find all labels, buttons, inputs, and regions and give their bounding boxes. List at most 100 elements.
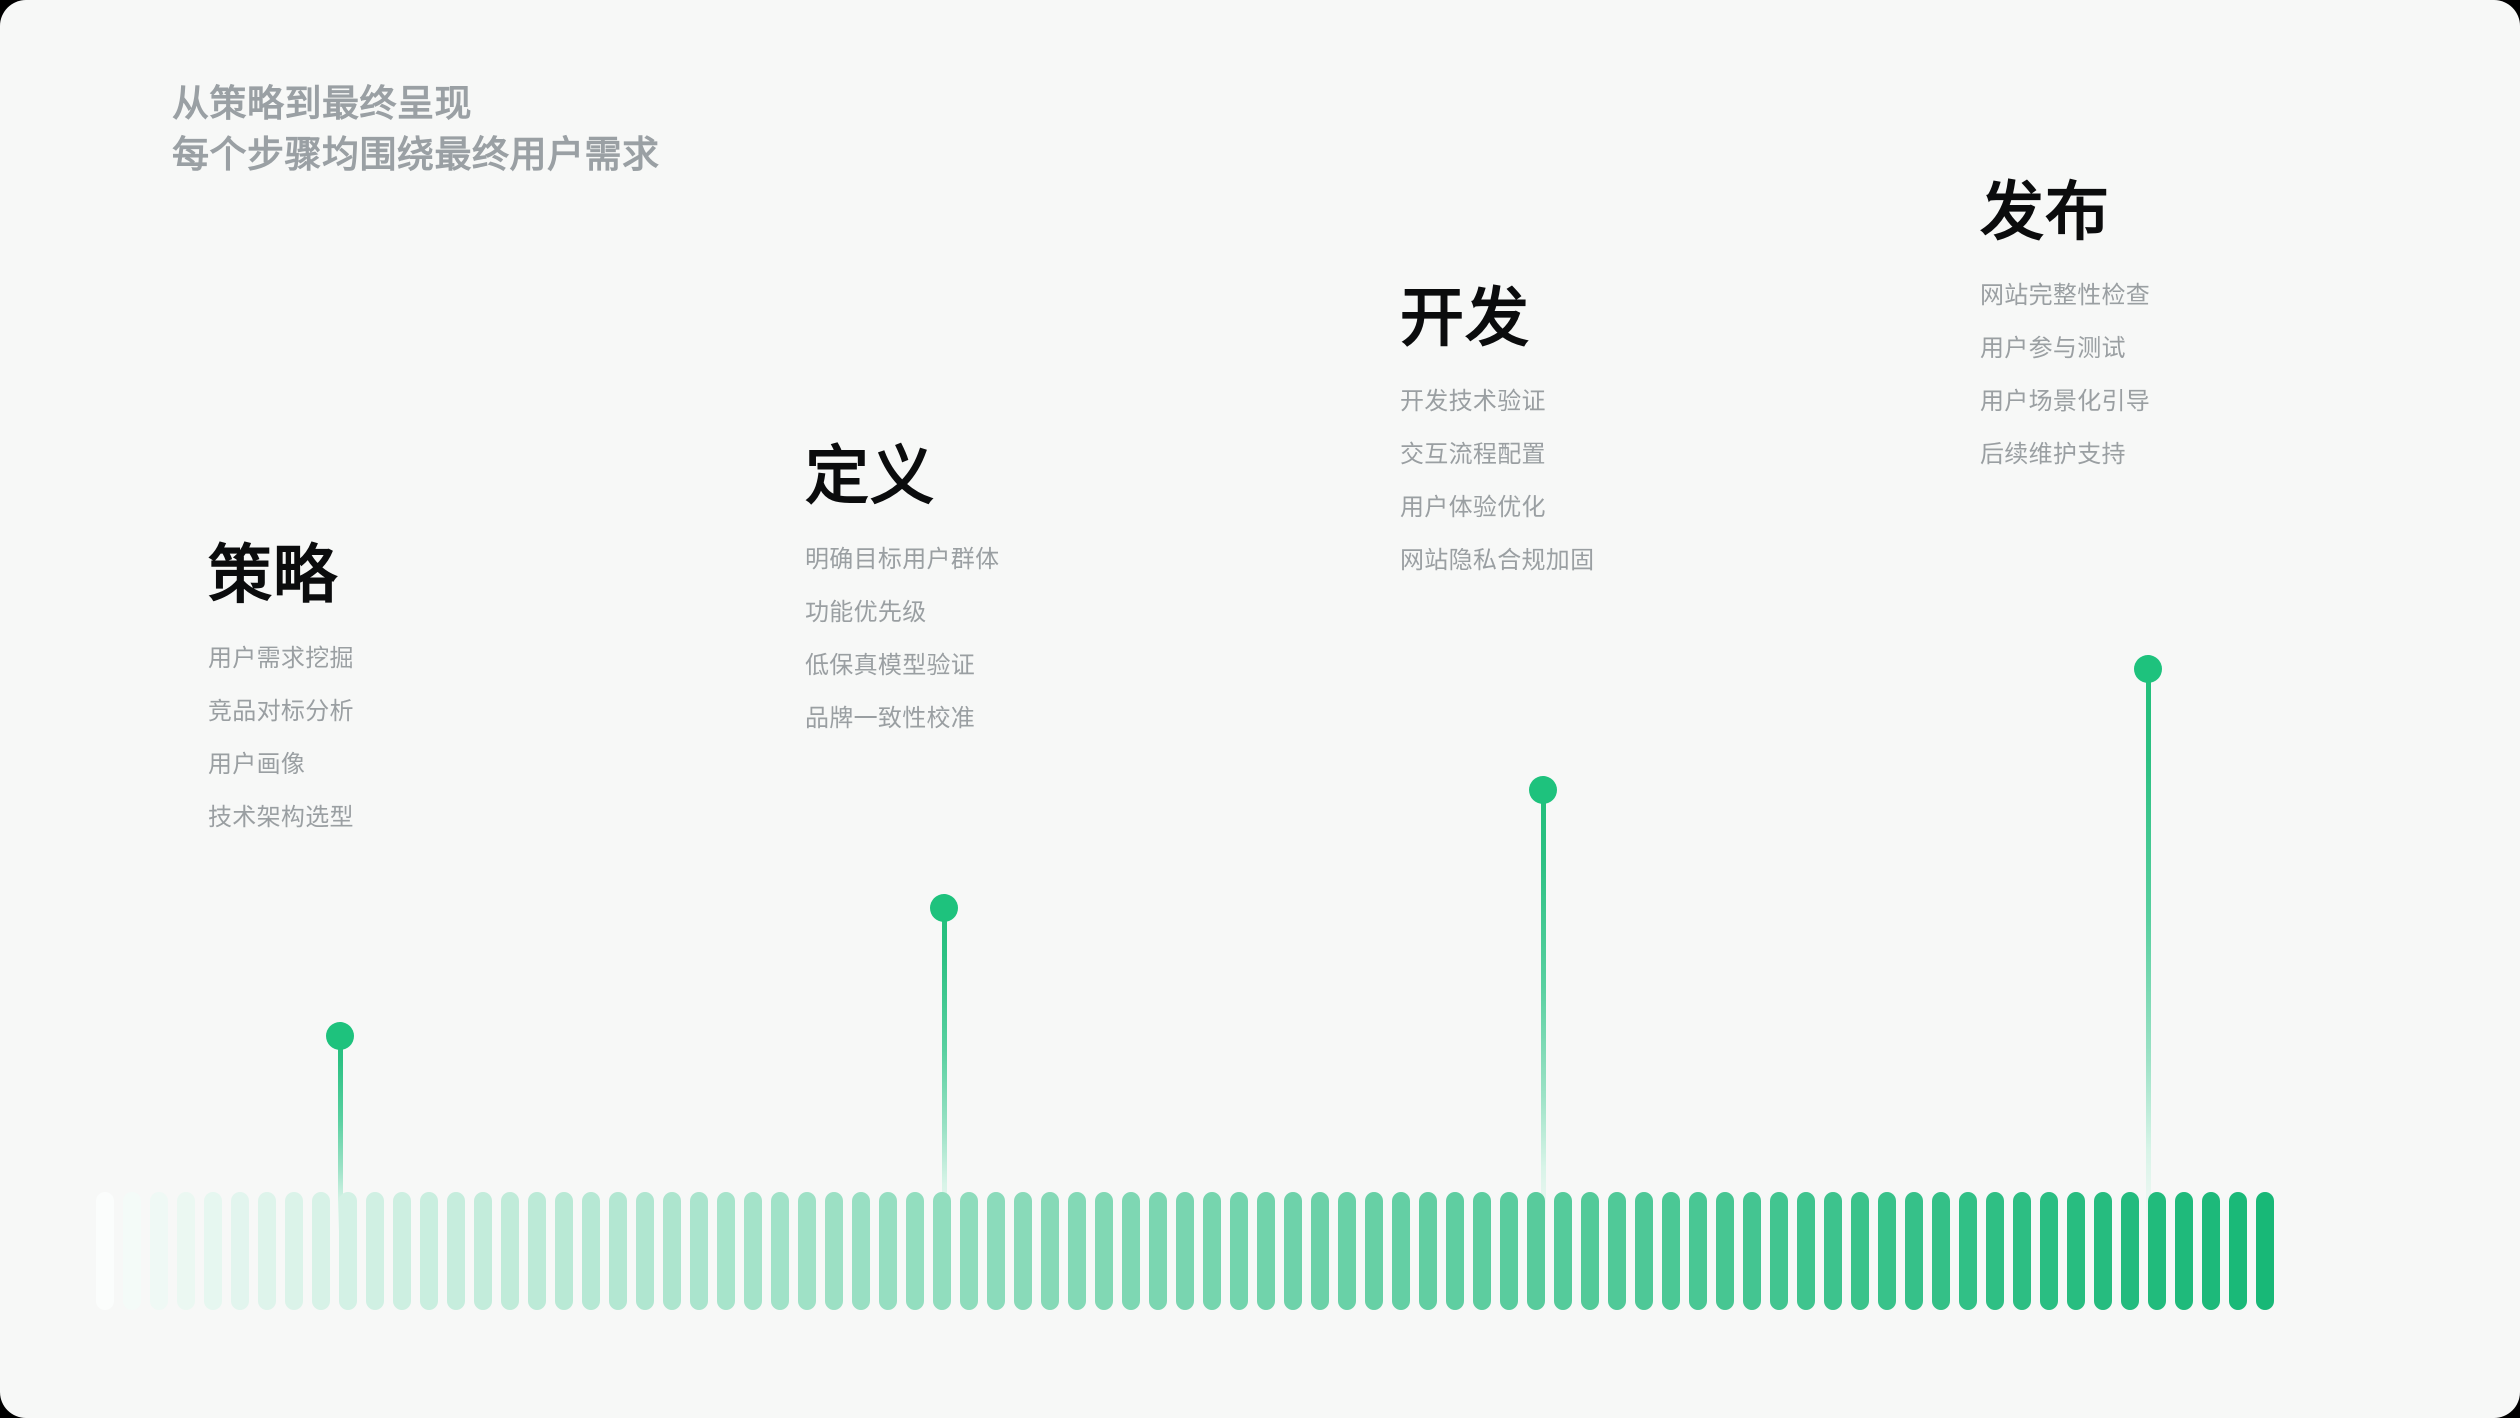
chart-bar bbox=[204, 1192, 222, 1310]
stage-title: 定义 bbox=[805, 440, 935, 512]
list-item: 低保真模型验证 bbox=[805, 652, 976, 680]
stage-marker-release bbox=[2134, 655, 2162, 1232]
list-item: 后续维护支持 bbox=[1980, 441, 2126, 469]
stage-column-strategy: 策略 用户需求挖掘 竞品对标分析 用户画像 技术架构选型 bbox=[208, 539, 354, 830]
list-item: 品牌一致性校准 bbox=[805, 705, 976, 733]
chart-bar bbox=[339, 1192, 357, 1310]
chart-bar bbox=[474, 1192, 492, 1310]
chart-bar bbox=[1986, 1192, 2004, 1310]
chart-bar bbox=[528, 1192, 546, 1310]
list-item: 开发技术验证 bbox=[1400, 388, 1546, 416]
chart-bar bbox=[717, 1192, 735, 1310]
chart-bar bbox=[1581, 1192, 1599, 1310]
page-title-line-2: 每个步骤均围绕最终用户需求 bbox=[172, 134, 660, 176]
chart-bar bbox=[852, 1192, 870, 1310]
chart-bar bbox=[1743, 1192, 1761, 1310]
chart-bar bbox=[1284, 1192, 1302, 1310]
page-title: 从策略到最终呈现 每个步骤均围绕最终用户需求 bbox=[172, 78, 660, 180]
marker-stem bbox=[338, 1022, 343, 1232]
chart-bar bbox=[285, 1192, 303, 1310]
list-item: 用户需求挖掘 bbox=[208, 645, 354, 673]
list-item: 用户参与测试 bbox=[1980, 335, 2126, 363]
marker-dot-icon bbox=[326, 1022, 354, 1050]
list-item: 网站隐私合规加固 bbox=[1400, 547, 1595, 575]
stage-column-development: 开发 开发技术验证 交互流程配置 用户体验优化 网站隐私合规加固 bbox=[1400, 284, 1595, 575]
chart-bar bbox=[1500, 1192, 1518, 1310]
chart-bar bbox=[663, 1192, 681, 1310]
chart-bar bbox=[1824, 1192, 1842, 1310]
chart-bar bbox=[690, 1192, 708, 1310]
chart-bar bbox=[2148, 1192, 2166, 1310]
stage-marker-define bbox=[930, 894, 958, 1232]
chart-bar bbox=[1203, 1192, 1221, 1310]
chart-bar bbox=[2121, 1192, 2139, 1310]
chart-bar bbox=[501, 1192, 519, 1310]
chart-bar bbox=[1014, 1192, 1032, 1310]
stage-title: 策略 bbox=[208, 539, 338, 611]
chart-bar bbox=[825, 1192, 843, 1310]
chart-bar bbox=[1716, 1192, 1734, 1310]
stage-marker-strategy bbox=[326, 1022, 354, 1232]
chart-bar bbox=[798, 1192, 816, 1310]
chart-bar bbox=[2202, 1192, 2220, 1310]
stage-column-define: 定义 明确目标用户群体 功能优先级 低保真模型验证 品牌一致性校准 bbox=[805, 440, 999, 731]
marker-dot-icon bbox=[930, 894, 958, 922]
chart-bar bbox=[366, 1192, 384, 1310]
chart-bar bbox=[312, 1192, 330, 1310]
chart-bar bbox=[2229, 1192, 2247, 1310]
chart-bar bbox=[1338, 1192, 1356, 1310]
list-item: 用户画像 bbox=[208, 751, 306, 779]
chart-bar bbox=[2175, 1192, 2193, 1310]
chart-bar bbox=[258, 1192, 276, 1310]
chart-bar bbox=[1878, 1192, 1896, 1310]
progress-bar-chart bbox=[96, 1192, 2520, 1310]
chart-bar bbox=[1041, 1192, 1059, 1310]
chart-bar bbox=[1149, 1192, 1167, 1310]
list-item: 明确目标用户群体 bbox=[805, 546, 1000, 574]
chart-bar bbox=[636, 1192, 654, 1310]
chart-bar bbox=[1959, 1192, 1977, 1310]
chart-bar bbox=[1797, 1192, 1815, 1310]
page-title-line-1: 从策略到最终呈现 bbox=[172, 83, 472, 124]
stage-title: 发布 bbox=[1980, 176, 2110, 248]
chart-bar bbox=[1446, 1192, 1464, 1310]
chart-bar bbox=[1257, 1192, 1275, 1310]
chart-bar bbox=[609, 1192, 627, 1310]
chart-bar bbox=[150, 1192, 168, 1310]
chart-bar bbox=[1095, 1192, 1113, 1310]
chart-bar bbox=[177, 1192, 195, 1310]
chart-bar bbox=[987, 1192, 1005, 1310]
chart-bar bbox=[555, 1192, 573, 1310]
marker-dot-icon bbox=[2134, 655, 2162, 683]
chart-bar bbox=[1230, 1192, 1248, 1310]
chart-bar bbox=[2256, 1192, 2274, 1310]
marker-stem bbox=[942, 894, 947, 1232]
list-item: 网站完整性检查 bbox=[1980, 282, 2151, 310]
chart-bar bbox=[1419, 1192, 1437, 1310]
chart-bar bbox=[447, 1192, 465, 1310]
marker-stem bbox=[1541, 776, 1546, 1232]
chart-bar bbox=[1770, 1192, 1788, 1310]
chart-bar bbox=[960, 1192, 978, 1310]
chart-bar bbox=[1905, 1192, 1923, 1310]
chart-bar bbox=[1608, 1192, 1626, 1310]
chart-bar bbox=[2040, 1192, 2058, 1310]
chart-bar bbox=[1365, 1192, 1383, 1310]
chart-bar bbox=[933, 1192, 951, 1310]
chart-bar bbox=[1473, 1192, 1491, 1310]
chart-bar bbox=[1932, 1192, 1950, 1310]
chart-bar bbox=[1554, 1192, 1572, 1310]
chart-bar bbox=[1122, 1192, 1140, 1310]
chart-bar bbox=[123, 1192, 141, 1310]
chart-bar bbox=[393, 1192, 411, 1310]
list-item: 用户体验优化 bbox=[1400, 494, 1546, 522]
list-item: 用户场景化引导 bbox=[1980, 388, 2151, 416]
chart-bar bbox=[2067, 1192, 2085, 1310]
stage-item-list: 明确目标用户群体 功能优先级 低保真模型验证 品牌一致性校准 bbox=[805, 548, 999, 731]
chart-bar bbox=[1176, 1192, 1194, 1310]
chart-bar bbox=[1689, 1192, 1707, 1310]
chart-bar bbox=[231, 1192, 249, 1310]
chart-bar bbox=[582, 1192, 600, 1310]
chart-bar bbox=[744, 1192, 762, 1310]
